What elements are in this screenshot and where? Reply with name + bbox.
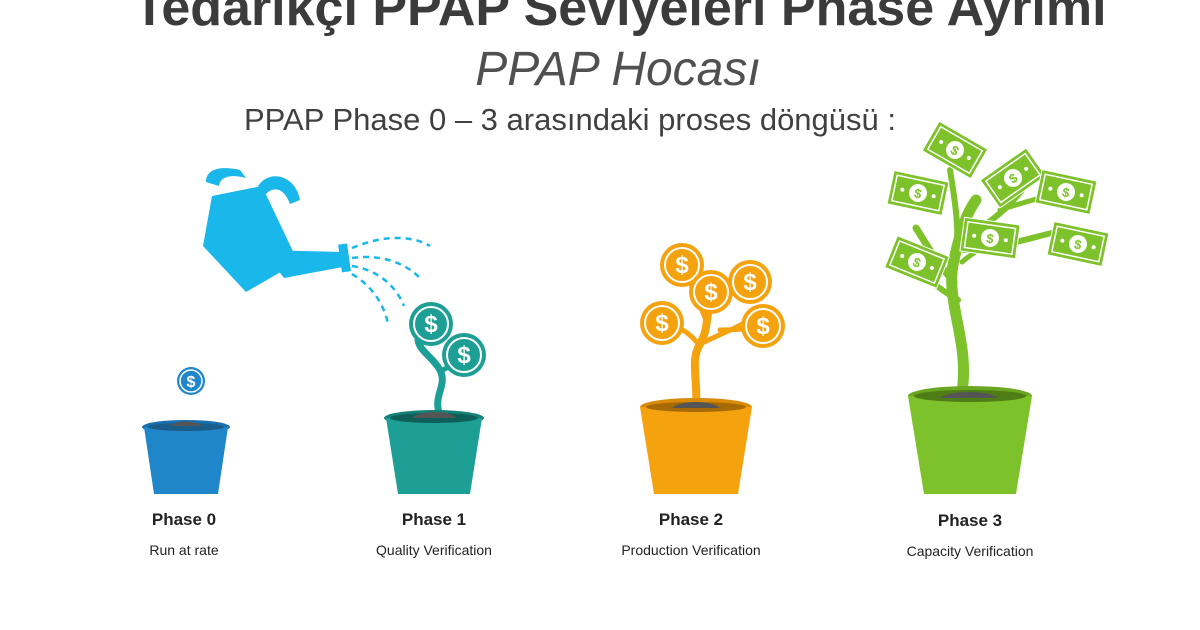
phase-2-name: Phase 2 <box>658 510 724 529</box>
dollar-coin-icon: $ <box>728 260 772 304</box>
currency-symbol: $ <box>655 310 669 337</box>
dollar-coin-icon: $ <box>409 302 453 346</box>
currency-symbol: $ <box>913 185 924 201</box>
dollar-coin-icon: $ <box>640 301 684 345</box>
phase-3-description: Capacity Verification <box>906 543 1034 559</box>
dollar-banknote-icon: $ <box>886 169 950 217</box>
dollar-banknote-icon: $ <box>921 120 989 180</box>
currency-symbol: $ <box>743 269 757 296</box>
phase-1-description: Quality Verification <box>376 542 492 558</box>
page-title: Tedarikçi PPAP Seviyeleri Phase Ayrimi <box>133 0 1107 37</box>
phase-3-pot <box>908 386 1032 494</box>
currency-symbol: $ <box>756 313 770 340</box>
phase-3-name: Phase 3 <box>937 511 1003 530</box>
currency-symbol: $ <box>704 279 718 306</box>
currency-symbol: $ <box>985 231 995 247</box>
page-subtitle: PPAP Hocası <box>475 43 761 96</box>
phase-3-banknotes: $ $ $ $ $ $ <box>884 120 1110 289</box>
dollar-banknote-icon: $ <box>1034 168 1098 216</box>
dollar-banknote-icon: $ <box>979 147 1047 209</box>
currency-symbol: $ <box>187 374 196 391</box>
currency-symbol: $ <box>675 252 689 279</box>
currency-symbol: $ <box>1061 184 1072 200</box>
phase-0-name: Phase 0 <box>151 510 217 529</box>
dollar-coin-icon: $ <box>442 333 486 377</box>
dollar-banknote-icon: $ <box>959 216 1021 260</box>
phase-0-coin: $ <box>176 366 206 396</box>
currency-symbol: $ <box>424 311 438 338</box>
phase-1-plant: $ $ <box>409 302 486 419</box>
dollar-banknote-icon: $ <box>884 235 950 289</box>
phase-0-pot <box>142 420 230 494</box>
currency-symbol: $ <box>457 342 471 369</box>
phase-2-coins: $ $ $ $ $ <box>640 243 785 348</box>
phase-0-description: Run at rate <box>149 542 219 558</box>
currency-symbol: $ <box>1073 236 1084 252</box>
watering-can-icon <box>203 168 431 325</box>
phase-2-description: Production Verification <box>621 542 761 558</box>
dollar-banknote-icon: $ <box>1046 220 1110 268</box>
dollar-coin-icon: $ <box>660 243 704 287</box>
dollar-coin-icon: $ <box>689 270 733 314</box>
diagram-caption: PPAP Phase 0 – 3 arasındaki proses döngü… <box>244 102 896 137</box>
phase-1-pot <box>384 410 484 494</box>
dollar-coin-icon: $ <box>741 304 785 348</box>
phase-1-name: Phase 1 <box>401 510 467 529</box>
phase-2-pot <box>640 398 752 494</box>
